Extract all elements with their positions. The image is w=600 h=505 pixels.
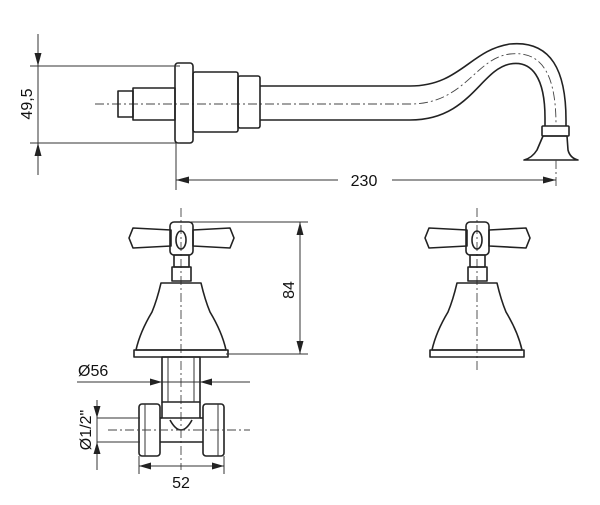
right-valve-spindle (467, 266, 488, 282)
spout-pipe-inner (260, 62, 546, 126)
dimension-mount-height: 49,5 (19, 34, 180, 175)
dimension-spout-reach: 230 (175, 143, 556, 190)
left-valve-stem (173, 254, 190, 268)
dimension-flange-diameter: Ø56 (77, 363, 250, 386)
left-valve-spindle (171, 266, 192, 282)
left-handle-arm-right (192, 227, 235, 249)
spout-outlet-ring (541, 125, 570, 137)
spout-side-view (95, 42, 579, 186)
dimension-thread-size: Ø1/2" (78, 400, 140, 470)
right-valve (424, 208, 531, 370)
spout-collar-ring (237, 75, 261, 129)
spout-pipe-axis (300, 53, 557, 126)
dimension-body-width: 52 (138, 456, 225, 492)
left-valve-shank (161, 356, 201, 403)
right-handle-cap (471, 230, 483, 250)
dimension-body-width-label: 52 (172, 475, 190, 492)
spout-pipe-outer (260, 42, 567, 126)
dimension-flange-diameter-label: Ø56 (78, 363, 108, 380)
left-handle-cap (175, 230, 187, 250)
left-valve-tee (161, 402, 201, 419)
left-valve (108, 208, 250, 470)
dimension-mount-height-label: 49,5 (19, 88, 36, 119)
spout-wall-flange (174, 62, 194, 144)
dimension-spout-reach-label: 230 (351, 173, 378, 190)
right-valve-stem (469, 254, 486, 268)
right-handle-arm-left (424, 227, 468, 249)
left-handle-arm-left (128, 227, 172, 249)
right-handle-arm-right (488, 227, 531, 249)
dimension-thread-size-label: Ø1/2" (78, 410, 95, 450)
right-handle-hub (465, 221, 490, 256)
dimension-valve-height-label: 84 (281, 281, 298, 299)
spout-aerator (523, 135, 579, 161)
dimension-valve-height: 84 (190, 221, 308, 355)
spout-collar (192, 71, 239, 133)
left-handle-hub (169, 221, 194, 256)
right-valve-flange (429, 349, 525, 358)
